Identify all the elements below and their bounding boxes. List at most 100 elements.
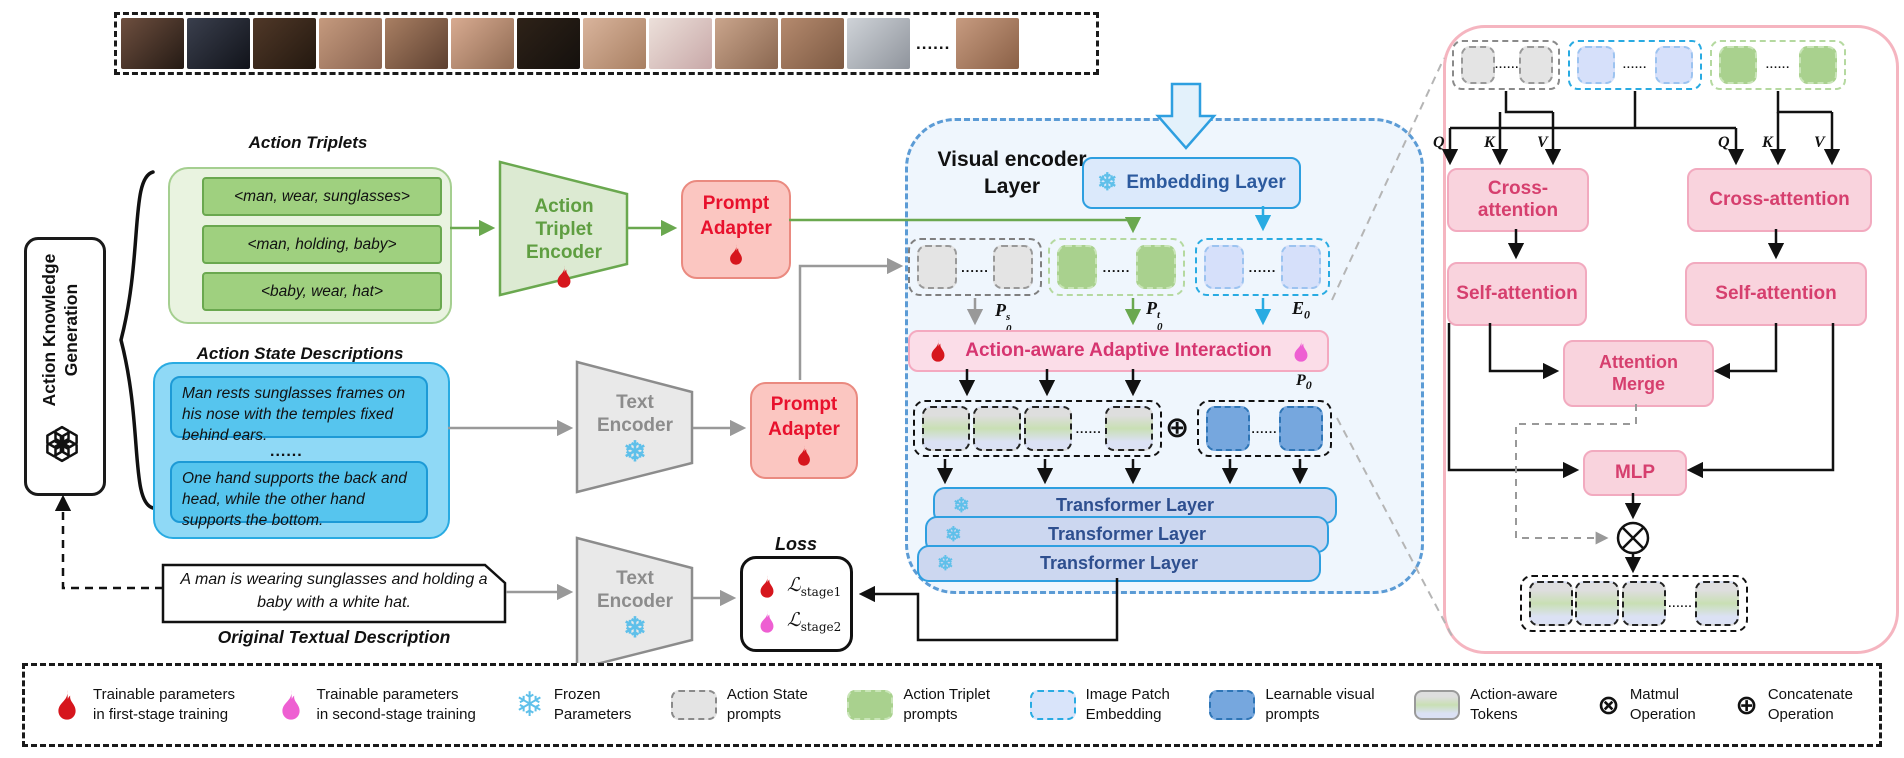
- frame-thumbnail: [451, 18, 514, 69]
- frame-thumbnail: [187, 18, 250, 69]
- action-state-prompt-token: [1519, 46, 1554, 84]
- transformer-layer-box: ❄ Transformer Layer: [917, 545, 1321, 582]
- state-description-item: One hand supports the back and head, whi…: [170, 461, 428, 529]
- loss-stage2-row: ℒstage2: [755, 609, 850, 634]
- action-triplet-prompts-group: ......: [1048, 238, 1185, 296]
- image-patch-token: [1280, 245, 1321, 289]
- action-aware-token: [1575, 581, 1620, 626]
- cross-attention-box: Cross-attention: [1447, 168, 1589, 232]
- triplet-item: <man, holding, baby>: [202, 225, 442, 264]
- concatenate-operator: ⊕: [1165, 410, 1190, 444]
- v-label: V: [1814, 134, 1825, 151]
- frame-thumbnail: [253, 18, 316, 69]
- action-aware-adaptive-interaction-box: Action-aware Adaptive Interaction: [908, 330, 1329, 372]
- action-state-prompt-token: [1461, 46, 1495, 84]
- frame-thumbnail: [715, 18, 778, 69]
- frame-thumbnail: [1022, 18, 1085, 69]
- image-patch-token: [1204, 245, 1244, 289]
- action-aware-tokens-group: ......: [913, 400, 1162, 457]
- loss-stage2-label: ℒstage2: [787, 609, 842, 634]
- snowflake-icon: ❄: [937, 552, 954, 575]
- frame-thumbnail: [649, 18, 712, 69]
- k-label: K: [1484, 134, 1495, 151]
- pink-flame-icon: [1289, 338, 1313, 363]
- image-patch-embedding-group: ......: [1195, 238, 1330, 296]
- red-flame-icon: [926, 338, 950, 363]
- openai-logo-icon: [42, 424, 82, 464]
- self-attention-box: Self-attention: [1685, 262, 1867, 326]
- ellipsis-label: ......: [270, 443, 303, 460]
- snowflake-icon: ❄: [945, 523, 962, 546]
- state-description-item: Man rests sunglasses frames on his nose …: [170, 376, 428, 444]
- image-patch-token: [1655, 46, 1693, 84]
- prompt-adapter-1: Prompt Adapter: [681, 180, 791, 279]
- action-triplet-prompt-swatch: [847, 690, 894, 720]
- pink-flame-icon: [755, 609, 779, 634]
- cross-attention-box: Cross-attention: [1687, 168, 1872, 232]
- action-state-prompt-token: [917, 245, 957, 289]
- snowflake-icon: ❄: [953, 494, 970, 517]
- original-description-text: A man is wearing sunglasses and holding …: [180, 571, 488, 612]
- action-triplets-title: Action Triplets: [248, 133, 368, 152]
- attention-merge-box: Attention Merge: [1563, 340, 1714, 407]
- action-aware-token: [1104, 406, 1153, 451]
- action-triplet-prompts-group: ......: [1710, 40, 1846, 90]
- loss-box: ℒstage1 ℒstage2: [740, 556, 853, 652]
- action-states-title: Action State Descriptions: [196, 344, 404, 363]
- k-label: K: [1762, 134, 1773, 151]
- brace-shape: [119, 170, 155, 510]
- output-action-aware-tokens-group: ......: [1520, 575, 1748, 632]
- text-encoder-label: Text Encoder ❄: [580, 392, 690, 466]
- red-flame-icon: [51, 688, 83, 722]
- frame-thumbnail: [583, 18, 646, 69]
- red-flame-icon: [755, 574, 779, 599]
- action-aware-token-swatch: [1414, 690, 1461, 720]
- triplet-item: <man, wear, sunglasses>: [202, 177, 442, 216]
- action-state-prompt-swatch: [670, 690, 717, 720]
- image-patch-embedding-group: ......: [1568, 40, 1702, 90]
- action-state-prompt-token: [992, 245, 1033, 289]
- action-knowledge-generation-label: Action Knowledge Generation: [39, 253, 81, 407]
- q-label: Q: [1718, 134, 1730, 151]
- triplet-item: <baby, wear, hat>: [202, 272, 442, 311]
- action-aware-token: [973, 406, 1022, 451]
- prompt-adapter-2: Prompt Adapter: [750, 382, 858, 479]
- embedding-layer-box: ❄ Embedding Layer: [1082, 157, 1301, 209]
- action-triplet-prompt-token: [1135, 245, 1176, 289]
- frame-thumbnail: [385, 18, 448, 69]
- original-description-label: Original Textual Description: [217, 627, 451, 647]
- snowflake-icon: ❄: [515, 686, 544, 724]
- concat-icon: ⊕: [1735, 689, 1758, 721]
- self-attention-box: Self-attention: [1447, 262, 1587, 326]
- v-label: V: [1537, 134, 1548, 151]
- action-aware-token: [922, 406, 970, 451]
- action-aware-token: [1621, 581, 1666, 626]
- action-state-prompts-group: ......: [1452, 40, 1560, 90]
- video-frame-strip: ......: [114, 12, 1099, 75]
- action-state-prompts-group: ......: [908, 238, 1042, 296]
- text-encoder-label: Text Encoder ❄: [580, 568, 690, 642]
- action-triplet-prompt-token: [1799, 46, 1837, 84]
- action-aware-token: [1694, 581, 1739, 626]
- loss-stage1-row: ℒstage1: [755, 574, 850, 599]
- red-flame-icon: [552, 264, 576, 289]
- p0-label: P0: [1296, 372, 1312, 393]
- mlp-box: MLP: [1583, 450, 1687, 496]
- e0-label: E0: [1292, 298, 1311, 322]
- snowflake-icon: ❄: [623, 611, 647, 643]
- image-patch-swatch: [1029, 690, 1076, 720]
- ellipsis-label: ......: [916, 33, 951, 53]
- red-flame-icon: [725, 243, 747, 266]
- action-triplet-prompt-token: [1719, 46, 1757, 84]
- snowflake-icon: ❄: [623, 435, 647, 467]
- frame-thumbnail: [847, 18, 910, 69]
- frame-thumbnail: [517, 18, 580, 69]
- learnable-visual-prompt-swatch: [1209, 690, 1256, 720]
